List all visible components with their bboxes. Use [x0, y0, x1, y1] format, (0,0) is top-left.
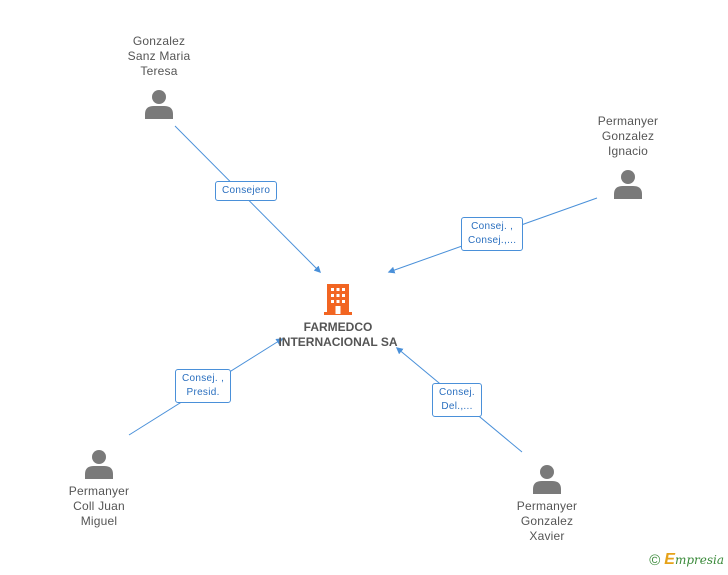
person-node[interactable]: Permanyer Gonzalez Xavier [487, 463, 607, 544]
brand-footer: © Empresia [649, 551, 724, 569]
role-badge[interactable]: Consej. , Presid. [175, 369, 232, 403]
role-label: Consej. [439, 387, 476, 398]
person-icon [145, 90, 173, 119]
role-label: Consejero [222, 185, 271, 196]
person-name-line: Miguel [80, 514, 118, 528]
person-name-line: Ignacio [607, 144, 649, 158]
role-label: Consej.,... [468, 235, 517, 246]
person-node[interactable]: Gonzalez Sanz Maria Teresa [99, 34, 219, 120]
building-icon [324, 284, 352, 315]
role-label: Consej. , [471, 221, 514, 232]
person-name-line: Gonzalez [601, 129, 655, 143]
person-node[interactable]: Permanyer Coll Juan Miguel [39, 448, 159, 529]
person-node[interactable]: Permanyer Gonzalez Ignacio [568, 114, 688, 200]
role-label: Consej. , [182, 373, 225, 384]
person-name-line: Gonzalez [520, 514, 574, 528]
person-name-line: Gonzalez [132, 34, 186, 48]
person-name-line: Teresa [140, 64, 178, 78]
person-icon [533, 465, 561, 494]
role-label: Presid. [186, 387, 220, 398]
company-node[interactable]: FARMEDCO INTERNACIONAL SA [270, 282, 406, 350]
copyright-icon: © [649, 551, 661, 569]
brand-logo[interactable]: Empresia [664, 551, 724, 568]
company-name-line1: FARMEDCO [303, 320, 373, 334]
role-badge[interactable]: Consej. Del.,... [432, 383, 483, 417]
person-name-line: Sanz Maria [127, 49, 191, 63]
person-name-line: Permanyer [597, 114, 659, 128]
role-badge[interactable]: Consej. , Consej.,... [461, 217, 524, 251]
person-icon [85, 450, 113, 479]
person-name-line: Permanyer [516, 499, 578, 513]
person-name-line: Permanyer [68, 484, 130, 498]
role-label: Del.,... [441, 401, 473, 412]
person-name-line: Xavier [529, 529, 565, 543]
company-name-line2: INTERNACIONAL SA [278, 335, 398, 349]
role-badge[interactable]: Consejero [215, 181, 278, 201]
person-name-line: Coll Juan [73, 499, 125, 513]
person-icon [614, 170, 642, 199]
